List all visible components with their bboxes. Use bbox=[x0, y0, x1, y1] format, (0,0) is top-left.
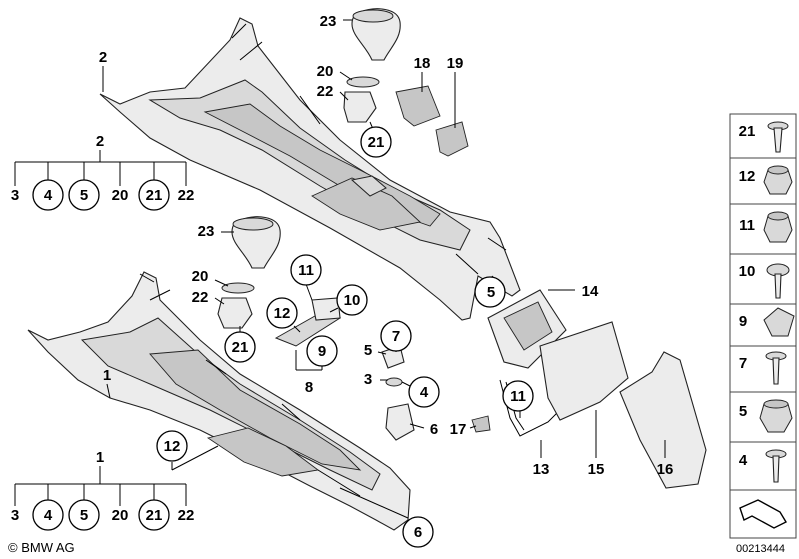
lower-center-console bbox=[27, 271, 411, 531]
legend-label: 12 bbox=[739, 168, 756, 185]
bracket-assembly bbox=[274, 297, 342, 347]
clip-nut-icon bbox=[759, 399, 793, 433]
legend-label: 7 bbox=[739, 355, 747, 372]
diagram-number: 00213444 bbox=[736, 543, 785, 555]
label-part-20-top: 20 bbox=[317, 63, 334, 80]
group-top-item: 4 bbox=[44, 187, 53, 204]
legend-cell bbox=[729, 113, 797, 159]
screw-icon bbox=[765, 449, 787, 483]
label-part-11-bottom: 11 bbox=[510, 388, 526, 405]
callout-labels: 2 2 1 1 23 20 22 21 18 19 23 20 22 21 11… bbox=[96, 13, 674, 541]
label-part-5-left: 5 bbox=[487, 284, 495, 301]
label-group-2: 2 bbox=[96, 133, 104, 150]
nut-icon bbox=[763, 211, 793, 243]
group-top-item: 20 bbox=[112, 187, 129, 204]
label-part-23-mid: 23 bbox=[198, 223, 215, 240]
upper-center-console bbox=[99, 17, 521, 321]
callout-circles bbox=[32, 126, 534, 548]
label-part-11-circle: 11 bbox=[298, 262, 314, 279]
label-group-1: 1 bbox=[96, 449, 104, 466]
legend-label: 21 bbox=[739, 123, 756, 140]
screw-icon bbox=[766, 263, 790, 299]
label-part-23-top: 23 bbox=[320, 13, 337, 30]
group-bottom-item: 4 bbox=[44, 507, 53, 524]
label-part-18: 18 bbox=[414, 55, 431, 72]
group-top-item: 21 bbox=[146, 187, 163, 204]
screw-icon bbox=[765, 351, 787, 385]
cover-lid bbox=[539, 321, 629, 421]
copyright-label: © BMW AG bbox=[8, 540, 75, 555]
label-part-15: 15 bbox=[588, 461, 605, 478]
label-part-12-lower: 12 bbox=[164, 438, 181, 455]
legend-label: 9 bbox=[739, 313, 747, 330]
legend-cell bbox=[729, 253, 797, 305]
nut-icon bbox=[763, 165, 793, 195]
fastener-legend: 21 12 11 10 9 7 5 4 bbox=[729, 113, 797, 539]
label-part-10-circle: 10 bbox=[344, 292, 361, 309]
label-part-21-top: 21 bbox=[368, 134, 385, 151]
group-top-item: 22 bbox=[178, 187, 195, 204]
label-part-17: 17 bbox=[450, 421, 467, 438]
legend-label: 10 bbox=[739, 263, 756, 280]
gear-knob-lower-cluster bbox=[217, 216, 281, 329]
label-part-16: 16 bbox=[657, 461, 674, 478]
legend-cell bbox=[729, 441, 797, 491]
label-part-22-mid: 22 bbox=[192, 289, 209, 306]
legend-label: 4 bbox=[739, 452, 748, 469]
group-bottom-labels: 3 4 5 20 21 22 bbox=[11, 507, 195, 524]
clip-icon bbox=[763, 307, 795, 337]
label-part-12-circle: 12 bbox=[274, 305, 291, 322]
legend-label: 11 bbox=[739, 217, 755, 234]
label-part-2-top: 2 bbox=[99, 49, 107, 66]
group-bottom-item: 5 bbox=[80, 507, 88, 524]
label-part-5-mid: 5 bbox=[364, 342, 372, 359]
label-part-6-mid: 6 bbox=[430, 421, 438, 438]
screw-icon bbox=[767, 121, 789, 153]
label-part-1: 1 bbox=[103, 367, 111, 384]
group-tree-top bbox=[14, 150, 187, 186]
group-bottom-item: 21 bbox=[146, 507, 163, 524]
side-trim bbox=[619, 351, 707, 489]
label-part-6-lower: 6 bbox=[414, 524, 422, 541]
legend-label: 5 bbox=[739, 403, 747, 420]
gear-knob-top-cluster bbox=[343, 8, 469, 157]
group-top-labels: 3 4 5 20 21 22 bbox=[11, 187, 195, 204]
label-part-9-circle: 9 bbox=[318, 343, 326, 360]
label-part-22-top: 22 bbox=[317, 83, 334, 100]
group-top-item: 3 bbox=[11, 187, 19, 204]
label-part-20-mid: 20 bbox=[192, 268, 209, 285]
label-part-8: 8 bbox=[305, 379, 313, 396]
group-top-item: 5 bbox=[80, 187, 88, 204]
group-bottom-item: 20 bbox=[112, 507, 129, 524]
label-part-7-circle: 7 bbox=[392, 328, 400, 345]
group-tree-bottom bbox=[14, 466, 187, 506]
group-bottom-item: 3 bbox=[11, 507, 19, 524]
label-part-3-mid: 3 bbox=[364, 371, 372, 388]
group-bottom-item: 22 bbox=[178, 507, 195, 524]
label-part-14: 14 bbox=[582, 283, 599, 300]
label-part-19: 19 bbox=[447, 55, 464, 72]
mounting-clips bbox=[381, 345, 491, 441]
label-part-21-mid: 21 bbox=[232, 339, 249, 356]
label-part-13: 13 bbox=[533, 461, 550, 478]
label-part-4-mid: 4 bbox=[420, 384, 429, 401]
direction-arrow-icon bbox=[739, 499, 787, 529]
leader-lines bbox=[102, 19, 666, 519]
